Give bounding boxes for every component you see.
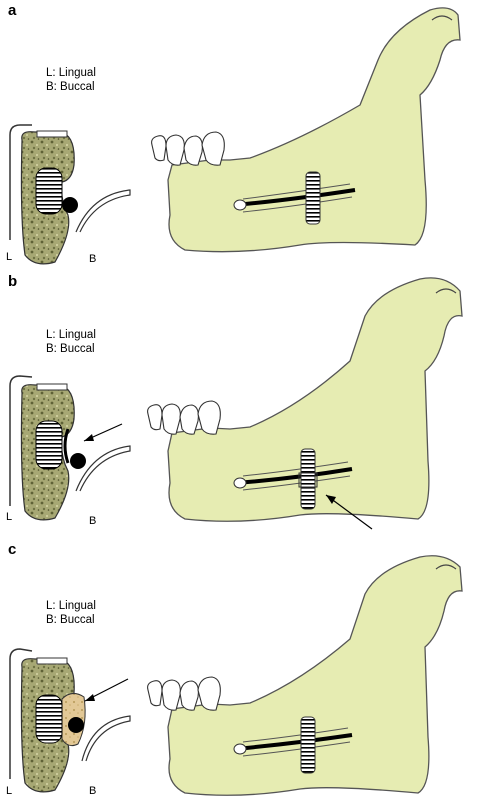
legend-lingual: L: Lingual xyxy=(46,329,96,341)
mandible-drawing xyxy=(147,277,463,530)
implant-section xyxy=(35,420,63,470)
implant xyxy=(305,171,321,225)
figure-b xyxy=(9,277,463,530)
lingual-label: L xyxy=(6,785,13,797)
implant xyxy=(300,716,316,774)
panel-b: b L: Lingual B: Buccal L B xyxy=(0,271,485,541)
nerve-canal xyxy=(62,197,78,213)
legend-lingual: L: Lingual xyxy=(46,600,96,612)
cross-section-diagram xyxy=(9,648,131,793)
panel-label: c xyxy=(8,541,17,558)
legend-buccal: B: Buccal xyxy=(46,81,95,93)
mandible-drawing xyxy=(147,555,463,796)
panel-c: c L: Lingual B: Buccal L B xyxy=(0,539,485,809)
panel-label: a xyxy=(8,2,17,19)
implant-section xyxy=(35,694,63,744)
arrow-head xyxy=(84,434,94,441)
buccal-label: B xyxy=(89,253,97,265)
panel-label: b xyxy=(8,273,18,290)
legend-buccal: B: Buccal xyxy=(46,614,95,626)
implant xyxy=(300,448,316,510)
arrow-head xyxy=(326,495,336,504)
arrow-head xyxy=(85,694,95,701)
legend: L: Lingual B: Buccal xyxy=(46,328,96,356)
crest-cap xyxy=(36,130,68,138)
legend: L: Lingual B: Buccal xyxy=(46,66,96,94)
cross-section-diagram xyxy=(9,375,131,521)
nerve-canal xyxy=(70,453,86,469)
buccal-label: B xyxy=(89,785,97,797)
implant-section xyxy=(35,167,63,215)
legend: L: Lingual B: Buccal xyxy=(46,599,96,627)
mandible-drawing xyxy=(151,7,461,253)
figure-c xyxy=(9,555,463,796)
lingual-label: L xyxy=(6,251,13,263)
nerve-canal xyxy=(68,717,84,733)
figure-a xyxy=(9,7,461,265)
buccal-label: B xyxy=(89,515,97,527)
cross-section-diagram xyxy=(9,124,131,265)
legend-lingual: L: Lingual xyxy=(46,67,96,79)
lingual-label: L xyxy=(6,511,13,523)
legend-buccal: B: Buccal xyxy=(46,343,95,355)
panel-a: a L: Lingual B: Buccal L B xyxy=(0,0,485,270)
